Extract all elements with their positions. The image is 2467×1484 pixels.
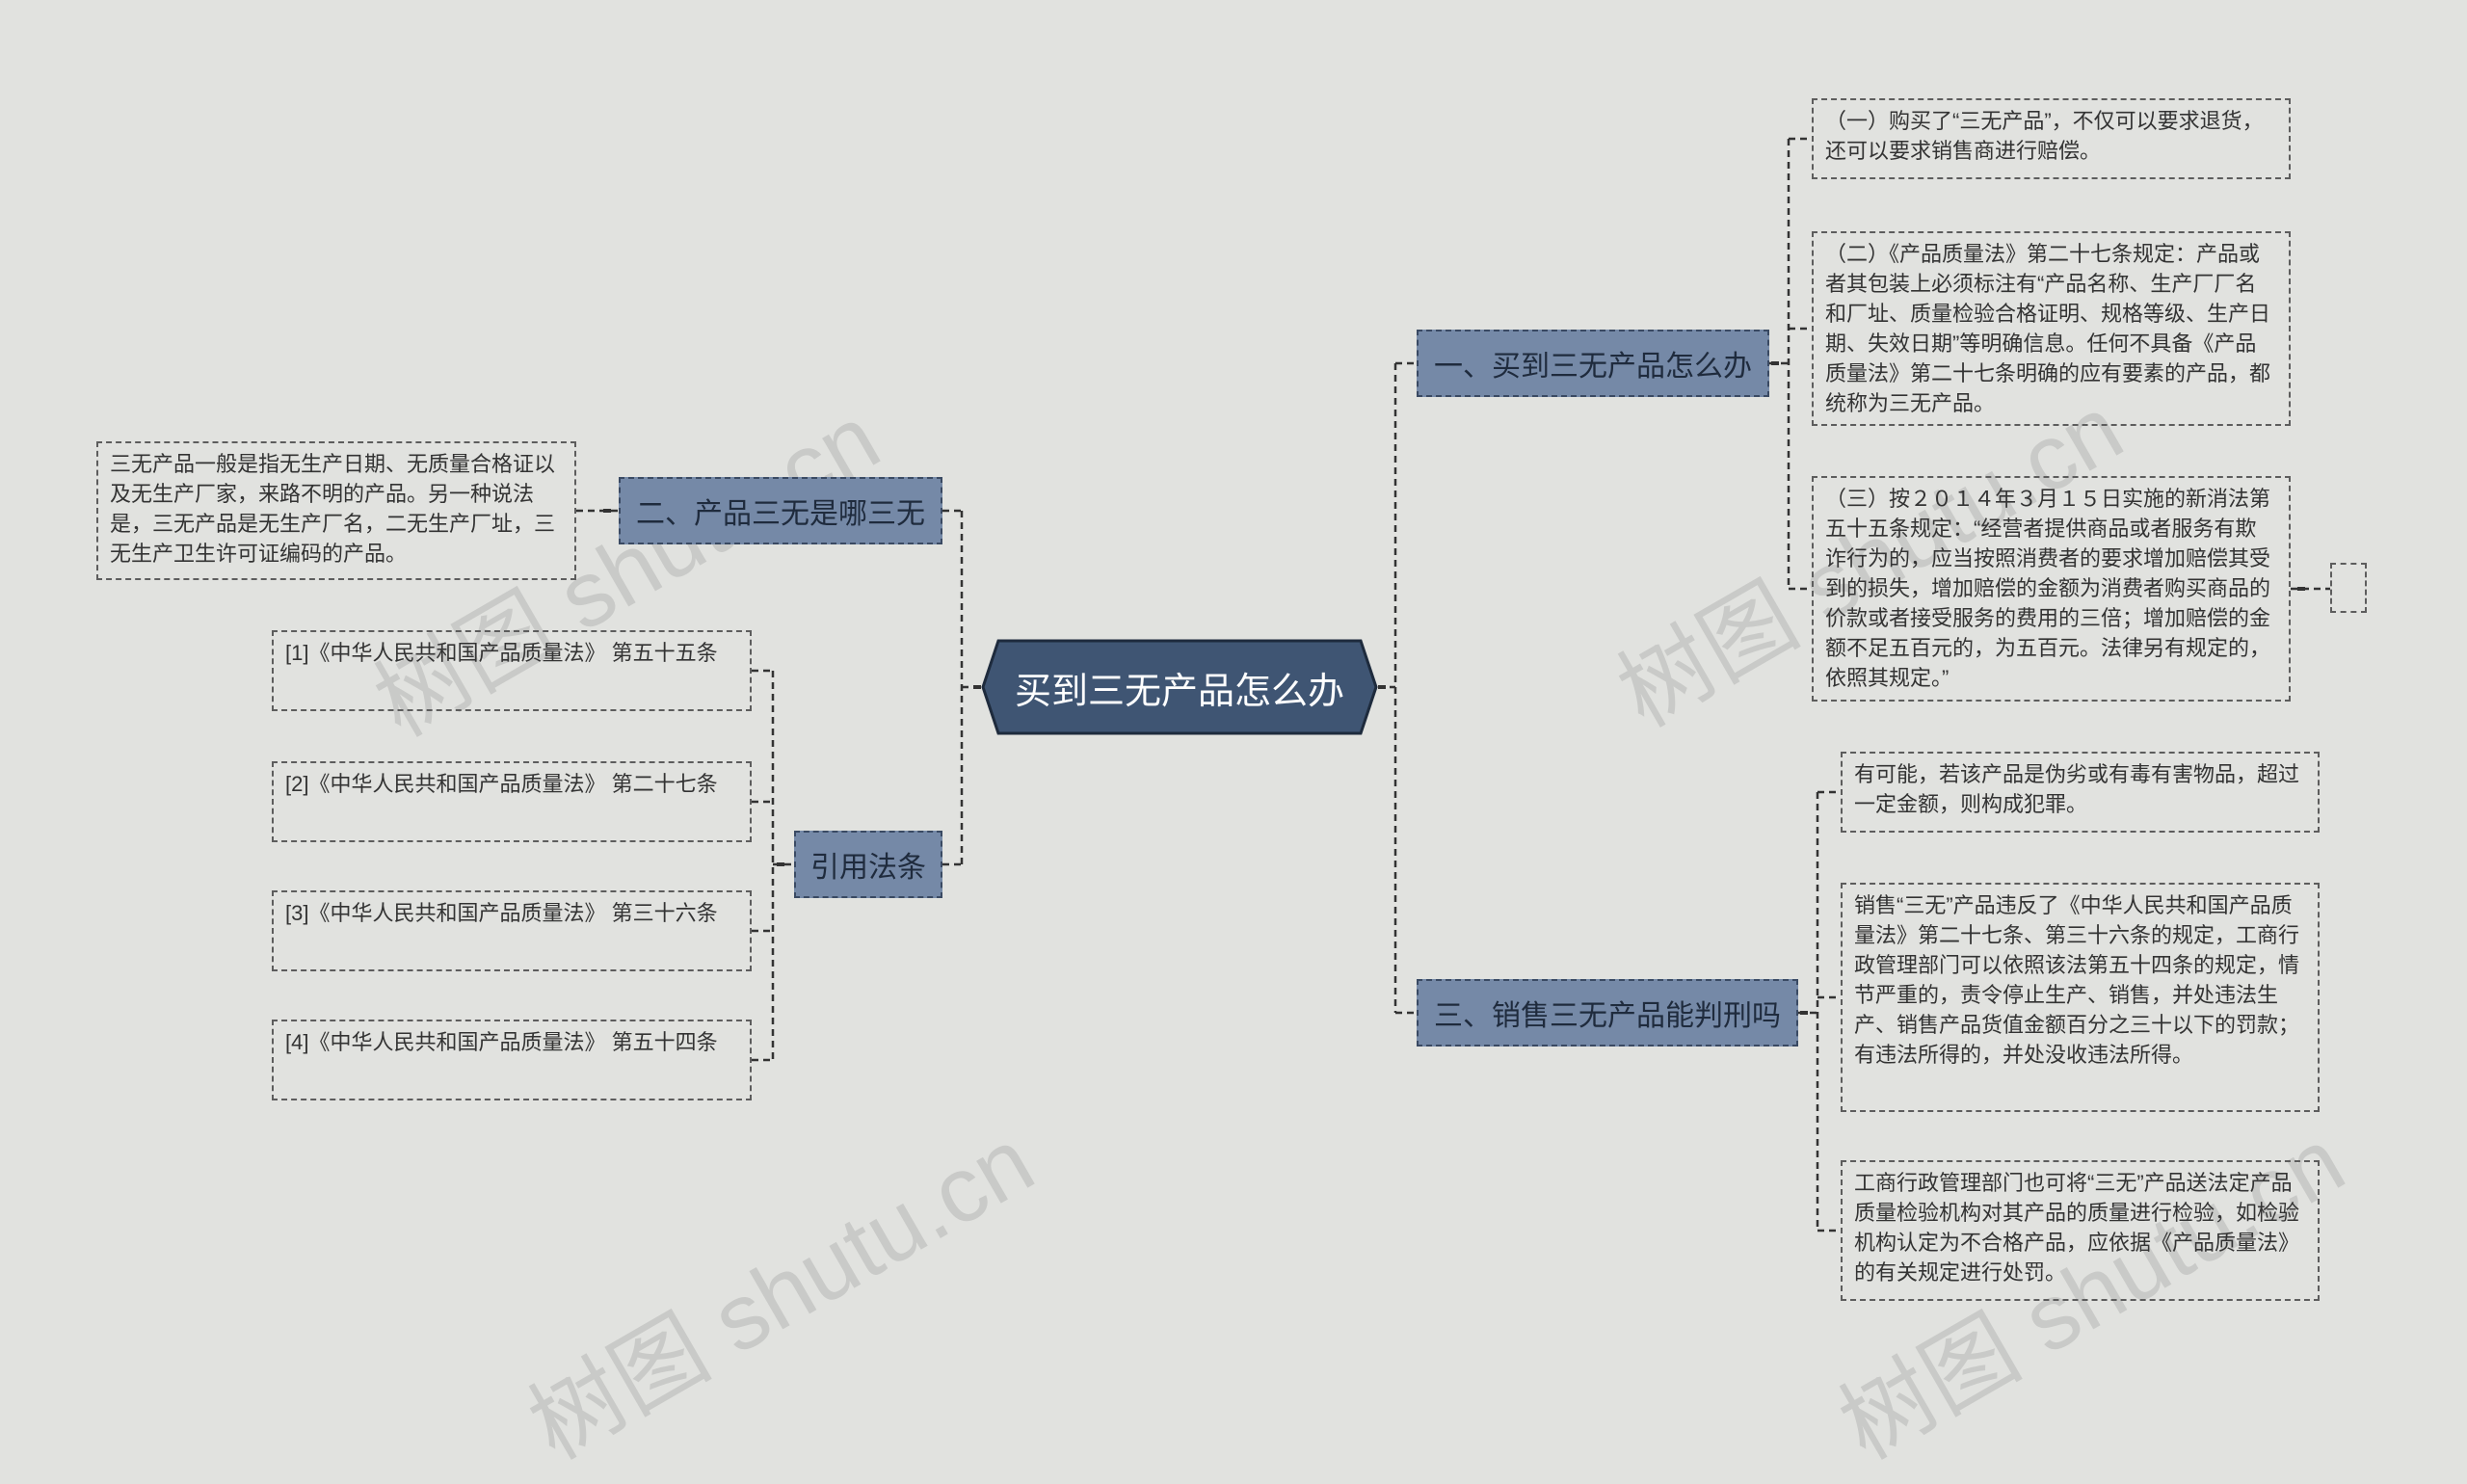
connector-lines [576,137,2330,1232]
connector-joint [2297,587,2305,591]
leaf-law-ref-27[interactable]: [2]《中华人民共和国产品质量法》 第二十七条 [272,761,752,842]
root-node[interactable]: 买到三无产品怎么办 [981,639,1378,735]
connector-joint [1800,1011,1808,1015]
leaf-consumer-law-55[interactable]: （三）按２０１４年３月１５日实施的新消法第五十五条规定：“经营者提供商品或者服务… [1812,476,2291,702]
leaf-law-ref-54[interactable]: [4]《中华人民共和国产品质量法》 第五十四条 [272,1020,752,1100]
leaf-three-no-definition[interactable]: 三无产品一般是指无生产日期、无质量合格证以及无生产厂家，来路不明的产品。另一种说… [96,441,576,580]
leaf-possible-crime[interactable]: 有可能，若该产品是伪劣或有毒有害物品，超过一定金额，则构成犯罪。 [1841,752,2320,833]
leaf-administrative-penalty[interactable]: 销售“三无”产品违反了《中华人民共和国产品质量法》第二十七条、第三十六条的规定，… [1841,883,2320,1112]
branch-criminal-liability[interactable]: 三、销售三无产品能判刑吗 [1417,979,1798,1047]
branch-cited-laws[interactable]: 引用法条 [794,831,942,898]
mind-map-canvas: 树图 shutu.cn 树图 shutu.cn 树图 shutu.cn 树图 s… [96,98,2367,1478]
branch-what-is-three-no[interactable]: 二、产品三无是哪三无 [619,477,942,544]
branch-label: 一、买到三无产品怎么办 [1434,351,1752,383]
connector-joint [777,862,784,866]
branch-label: 三、销售三无产品能判刑吗 [1434,1000,1781,1032]
leaf-return-and-compensation[interactable]: （一）购买了“三无产品”，不仅可以要求退货，还可以要求销售商进行赔偿。 [1812,98,2291,179]
leaf-quality-inspection[interactable]: 工商行政管理部门也可将“三无”产品送法定产品质量检验机构对其产品的质量进行检验，… [1841,1160,2320,1301]
connector-joint [1771,361,1779,365]
connector-joint [973,685,981,689]
leaf-product-quality-law-27[interactable]: （二）《产品质量法》第二十七条规定：产品或者其包装上必须标注有“产品名称、生产厂… [1812,231,2291,426]
leaf-law-ref-36[interactable]: [3]《中华人民共和国产品质量法》 第三十六条 [272,890,752,971]
root-shape [981,639,1378,735]
branch-label: 二、产品三无是哪三无 [636,498,925,530]
root-label: 买到三无产品怎么办 [1014,671,1344,712]
connector-joint [1378,685,1386,689]
connector-joint [603,509,611,513]
branch-how-to-handle[interactable]: 一、买到三无产品怎么办 [1417,330,1769,397]
leaf-law-ref-55[interactable]: [1]《中华人民共和国产品质量法》 第五十五条 [272,630,752,711]
collapsed-child-node[interactable] [2330,563,2367,613]
branch-label: 引用法条 [810,852,926,884]
